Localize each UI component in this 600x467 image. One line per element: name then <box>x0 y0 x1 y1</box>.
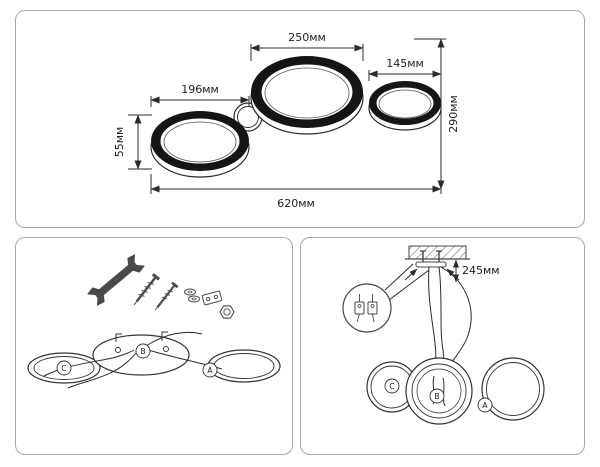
assembly-panel: B C A <box>15 237 293 455</box>
ring-a <box>207 349 281 383</box>
screw-icon <box>133 273 160 306</box>
wrench-icon <box>87 254 145 306</box>
terminal-block-icon <box>201 290 223 306</box>
dim-55-label: 55мм <box>113 127 126 158</box>
ring-center-drawing <box>250 56 364 135</box>
label-b: B <box>140 347 145 356</box>
installation-panel: 245мм C B <box>300 237 585 455</box>
installation-drawing: 245мм C B <box>342 245 545 425</box>
dimensions-drawing: 250мм 196мм 145мм 55мм 290мм 620мм <box>113 31 460 210</box>
dim-245-label: 245мм <box>462 264 500 277</box>
dimension-290: 290мм <box>414 38 460 190</box>
dim-620-label: 620мм <box>277 197 315 210</box>
dimension-55: 55мм <box>113 114 152 170</box>
label-a-badge: A <box>202 362 218 378</box>
ring-right-drawing <box>368 81 442 131</box>
label-c-badge: C <box>384 378 400 394</box>
label-a: A <box>482 401 488 410</box>
label-b-badge: B <box>135 343 151 359</box>
dimensions-panel: 250мм 196мм 145мм 55мм 290мм 620мм <box>15 10 585 228</box>
dim-196-label: 196мм <box>181 83 219 96</box>
label-b: B <box>434 392 439 401</box>
dimension-245: 245мм <box>453 259 500 283</box>
dimension-250: 250мм <box>250 31 364 61</box>
dim-290-label: 290мм <box>447 95 460 133</box>
nut-icon <box>219 305 235 319</box>
label-b-badge: B <box>429 388 445 404</box>
dimension-145: 145мм <box>368 57 442 81</box>
detail-callout <box>342 263 430 333</box>
ring-a <box>481 357 545 421</box>
label-c-badge: C <box>56 360 72 376</box>
ceiling-mount <box>404 245 470 281</box>
label-a-badge: A <box>477 397 493 413</box>
ring-left-drawing <box>150 111 250 178</box>
washer-icon <box>184 288 200 303</box>
assembly-drawing: B C A <box>27 254 281 389</box>
dim-145-label: 145мм <box>386 57 424 70</box>
screw-icon <box>154 281 179 311</box>
label-c: C <box>389 382 394 391</box>
dimension-620: 620мм <box>150 174 442 210</box>
label-c: C <box>61 364 66 373</box>
label-a: A <box>207 366 213 375</box>
dim-250-label: 250мм <box>288 31 326 44</box>
dimension-196: 196мм <box>150 83 250 107</box>
